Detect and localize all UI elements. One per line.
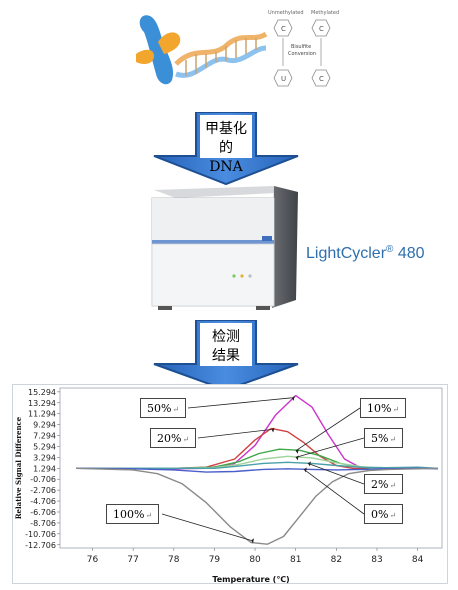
series-line-2pct xyxy=(76,461,438,470)
x-tick-label: 76 xyxy=(87,555,99,565)
callout-leader-arrowhead xyxy=(295,448,299,454)
lightcycler-instrument-image xyxy=(151,186,298,310)
x-tick-label: 79 xyxy=(209,555,221,565)
y-tick-label: -10.706 xyxy=(25,530,56,539)
callout-leader-line xyxy=(303,469,365,515)
x-tick-label: 81 xyxy=(290,555,301,565)
callout-0: 0%↵ xyxy=(364,504,404,524)
svg-text:Bisulfite: Bisulfite xyxy=(291,44,311,50)
x-tick-label: 78 xyxy=(168,555,180,565)
y-tick-label: -0.706 xyxy=(30,475,56,484)
callout-2: 2%↵ xyxy=(364,474,404,494)
callout-leader-arrowhead xyxy=(307,461,311,467)
arrow2-label-line2: 结果 xyxy=(212,348,240,364)
x-tick-label: 80 xyxy=(249,555,261,565)
y-tick-label: 13.294 xyxy=(28,399,56,408)
callout-50: 50%↵ xyxy=(140,398,187,418)
y-tick-label: 5.294 xyxy=(33,442,56,451)
instrument-model: 480 xyxy=(397,245,425,262)
callout-leader-line xyxy=(307,462,365,485)
callout-leader-line xyxy=(295,437,365,458)
y-axis-label: Relative Signal Difference xyxy=(14,416,23,519)
y-tick-label: 15.294 xyxy=(28,388,56,397)
arrow2-label: 检测 结果 xyxy=(200,328,252,366)
x-tick-label: 82 xyxy=(331,555,342,565)
svg-text:U: U xyxy=(281,75,286,83)
series-line-100pct xyxy=(76,467,438,545)
svg-text:Unmethylated: Unmethylated xyxy=(268,10,304,16)
y-tick-label: 9.294 xyxy=(33,421,56,430)
x-tick-label: 83 xyxy=(371,555,382,565)
x-tick-label: 77 xyxy=(127,555,138,565)
x-axis-label: Temperature (℃) xyxy=(212,575,289,584)
bisulfite-chemistry-diagram: Unmethylated Methylated C C Bisulfite Co… xyxy=(268,10,339,87)
y-tick-label: -2.706 xyxy=(30,486,56,495)
y-tick-label: 11.294 xyxy=(28,410,56,419)
y-tick-label: -8.706 xyxy=(30,519,56,528)
down-arrow-1 xyxy=(153,112,299,186)
bisulfite-conversion-illustration: Unmethylated Methylated C C Bisulfite Co… xyxy=(118,4,350,104)
arrow1-label-line1: 甲基化 xyxy=(205,121,247,137)
y-tick-label: -6.706 xyxy=(30,508,56,517)
callout-leader-arrowhead xyxy=(271,427,275,433)
series-line-0pct xyxy=(76,467,438,473)
svg-text:Methylated: Methylated xyxy=(311,10,339,16)
svg-text:Conversion: Conversion xyxy=(288,51,316,57)
chromosome-icon xyxy=(136,15,181,85)
callout-leader-line xyxy=(187,397,292,409)
instrument-brand: LightCycler xyxy=(306,245,387,262)
callout-20: 20%↵ xyxy=(150,428,197,448)
x-tick-label: 84 xyxy=(412,555,424,565)
y-tick-label: -4.706 xyxy=(30,497,56,506)
arrow1-label: 甲基化 的 DNA xyxy=(200,120,252,177)
callout-leader-arrowhead xyxy=(251,538,254,544)
svg-text:C: C xyxy=(319,25,324,33)
y-tick-label: 7.294 xyxy=(33,432,56,441)
dna-helix-icon xyxy=(174,31,268,78)
callout-leader-line xyxy=(197,429,272,439)
registered-mark: ® xyxy=(386,244,394,255)
svg-text:C: C xyxy=(319,75,324,83)
callout-leader-arrowhead xyxy=(291,395,295,401)
down-arrow-2 xyxy=(153,320,299,392)
callout-leader-arrowhead xyxy=(295,455,299,461)
callout-100: 100%↵ xyxy=(106,504,160,524)
arrow1-label-line2: 的 DNA xyxy=(209,140,243,175)
y-tick-label: -12.706 xyxy=(25,541,56,550)
callout-5: 5%↵ xyxy=(364,428,404,448)
callout-leader-arrowhead xyxy=(303,467,307,473)
callout-leader-line xyxy=(295,407,361,452)
y-tick-label: 1.294 xyxy=(33,464,56,473)
y-tick-label: 3.294 xyxy=(33,453,56,462)
instrument-name: LightCycler® 480 xyxy=(306,244,425,263)
arrow2-label-line1: 检测 xyxy=(212,329,240,345)
svg-text:C: C xyxy=(281,25,286,33)
callout-leader-line xyxy=(161,513,252,541)
callout-10: 10%↵ xyxy=(360,398,407,418)
